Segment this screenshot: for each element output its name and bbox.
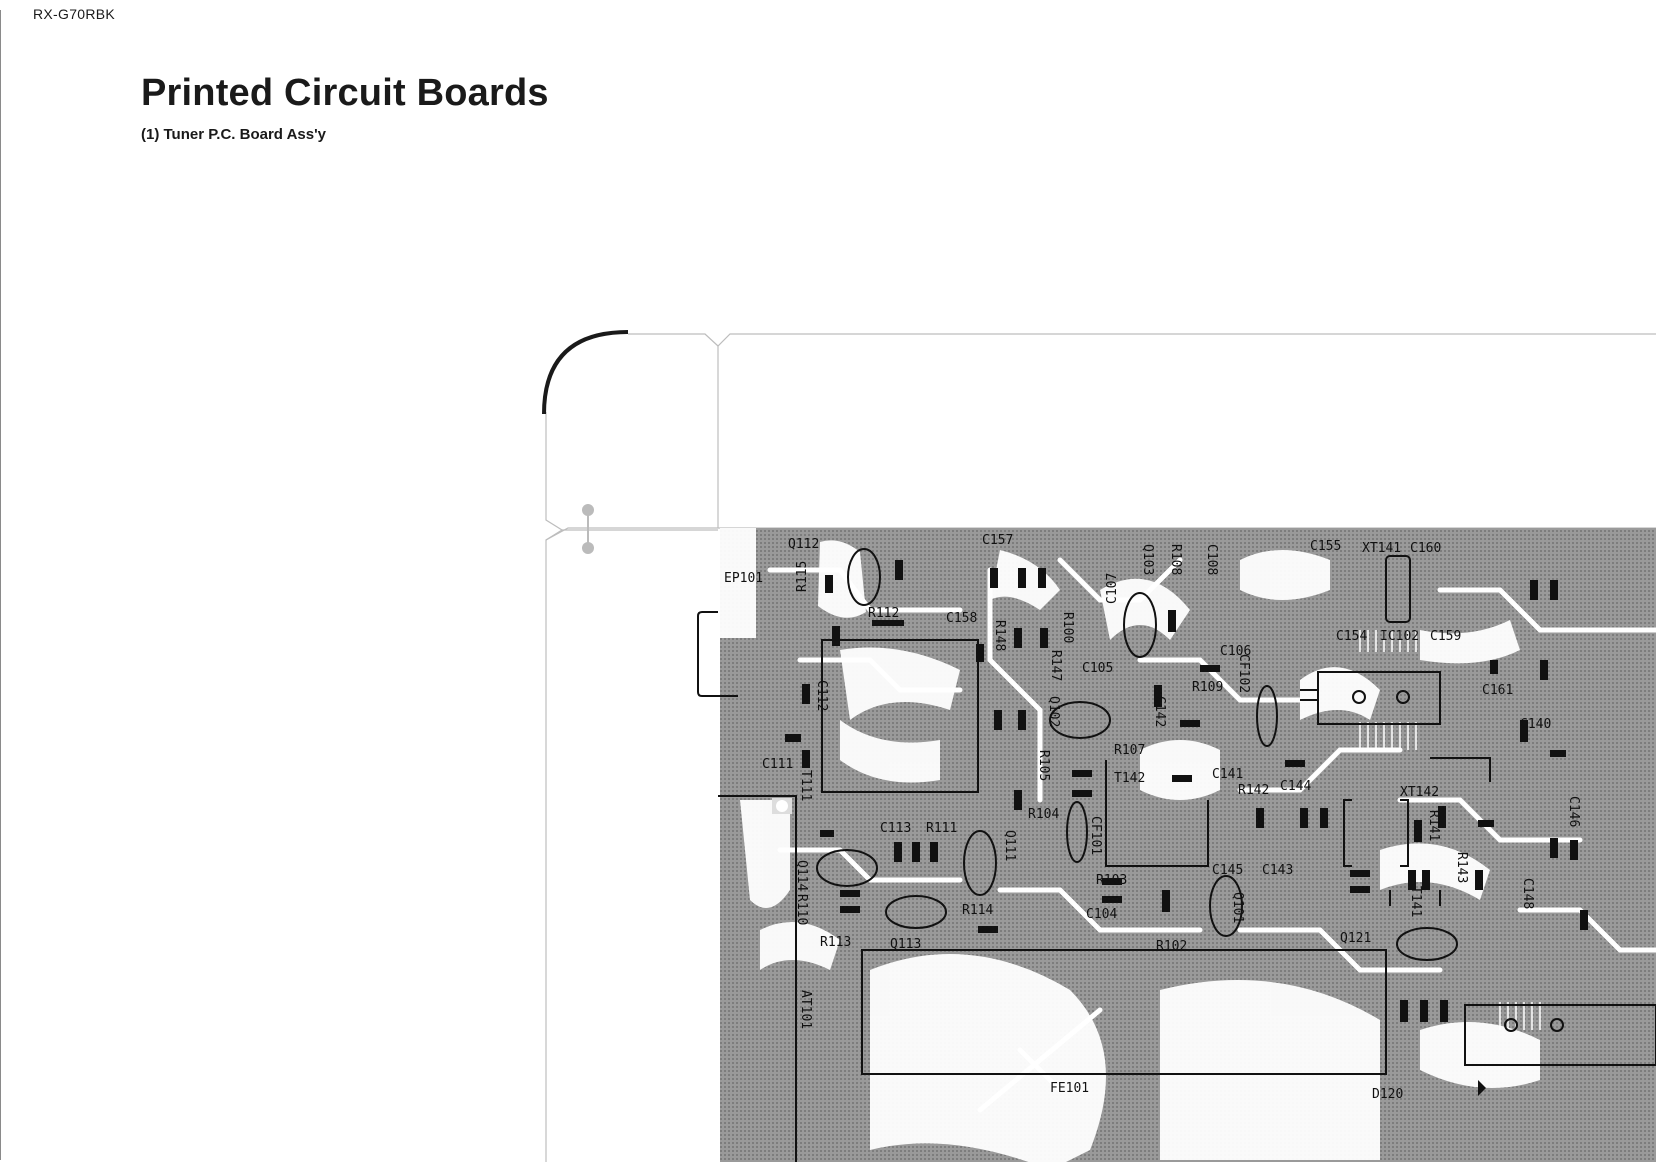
label-r112: R112	[868, 606, 899, 621]
label-q112: Q112	[788, 537, 819, 552]
label-r102: R102	[1156, 939, 1187, 954]
label-c158: C158	[946, 611, 977, 626]
label-r100: R100	[1060, 612, 1075, 643]
label-c148: C148	[1520, 878, 1535, 909]
label-at101: AT101	[798, 990, 813, 1029]
label-q103: Q103	[1140, 544, 1155, 575]
page-left-edge	[0, 10, 1, 1160]
label-q111: Q111	[1002, 830, 1017, 861]
label-r104: R104	[1028, 807, 1059, 822]
label-c144: C144	[1280, 779, 1311, 794]
label-q114: Q114	[794, 860, 809, 891]
label-r110: R110	[794, 894, 809, 925]
label-t142: T142	[1114, 771, 1145, 786]
label-cf102: CF102	[1236, 654, 1251, 693]
label-r147: R147	[1048, 650, 1063, 681]
copper-area	[720, 528, 1656, 1162]
label-c113: C113	[880, 821, 911, 836]
pcb-diagram: EP101 Q112 R115 C157 C107 Q103 R108 C108…	[540, 330, 1656, 1162]
label-c143: C143	[1262, 863, 1293, 878]
silkscreen-labels: EP101 Q112 R115 C157 C107 Q103 R108 C108…	[724, 533, 1581, 1102]
label-ic102: IC102	[1380, 629, 1419, 644]
label-c107: C107	[1105, 573, 1120, 604]
label-r111: R111	[926, 821, 957, 836]
label-c104: C104	[1086, 907, 1117, 922]
label-q121: Q121	[1340, 931, 1371, 946]
label-c154: C154	[1336, 629, 1367, 644]
component-outlines	[697, 548, 1656, 1162]
label-r107: R107	[1114, 743, 1145, 758]
label-c160: C160	[1410, 541, 1441, 556]
label-xt142: XT142	[1400, 785, 1439, 800]
label-cf101: CF101	[1088, 816, 1103, 855]
label-c106: C106	[1220, 644, 1251, 659]
label-c142: C142	[1152, 696, 1167, 727]
label-c155: C155	[1310, 539, 1341, 554]
label-c141: C141	[1212, 767, 1243, 782]
label-c108: C108	[1204, 544, 1219, 575]
label-c146: C146	[1566, 796, 1581, 827]
label-r105: R105	[1036, 750, 1051, 781]
label-c111: C111	[762, 757, 793, 772]
label-fe101: FE101	[1050, 1081, 1089, 1096]
label-r148: R148	[992, 620, 1007, 651]
label-c105: C105	[1082, 661, 1113, 676]
board-corner-mark	[542, 330, 629, 415]
label-q113: Q113	[890, 937, 921, 952]
label-c161: C161	[1482, 683, 1513, 698]
component-pads	[785, 560, 1588, 1096]
label-r114: R114	[962, 903, 993, 918]
label-q102: Q102	[1046, 696, 1061, 727]
label-t141: T141	[1408, 886, 1423, 917]
label-r103: R103	[1096, 873, 1127, 888]
label-q101: Q101	[1230, 892, 1245, 923]
label-c140: C140	[1520, 717, 1551, 732]
label-r141: R141	[1426, 810, 1441, 841]
label-ep101: EP101	[724, 571, 763, 586]
label-r113: R113	[820, 935, 851, 950]
label-c145: C145	[1212, 863, 1243, 878]
label-r108: R108	[1168, 544, 1183, 575]
model-id: RX-G70RBK	[33, 6, 116, 22]
label-r115: R115	[795, 561, 810, 592]
label-r143: R143	[1454, 852, 1469, 883]
page-title: Printed Circuit Boards	[141, 72, 549, 114]
label-t111: T111	[798, 770, 813, 801]
board-outline	[545, 333, 1656, 1162]
label-c157: C157	[982, 533, 1013, 548]
label-xt141: XT141	[1362, 541, 1401, 556]
label-c112: C112	[814, 680, 829, 711]
page-subtitle: (1) Tuner P.C. Board Ass'y	[141, 126, 327, 143]
label-d120: D120	[1372, 1087, 1403, 1102]
label-r109: R109	[1192, 680, 1223, 695]
label-c159: C159	[1430, 629, 1461, 644]
label-r142: R142	[1238, 783, 1269, 798]
